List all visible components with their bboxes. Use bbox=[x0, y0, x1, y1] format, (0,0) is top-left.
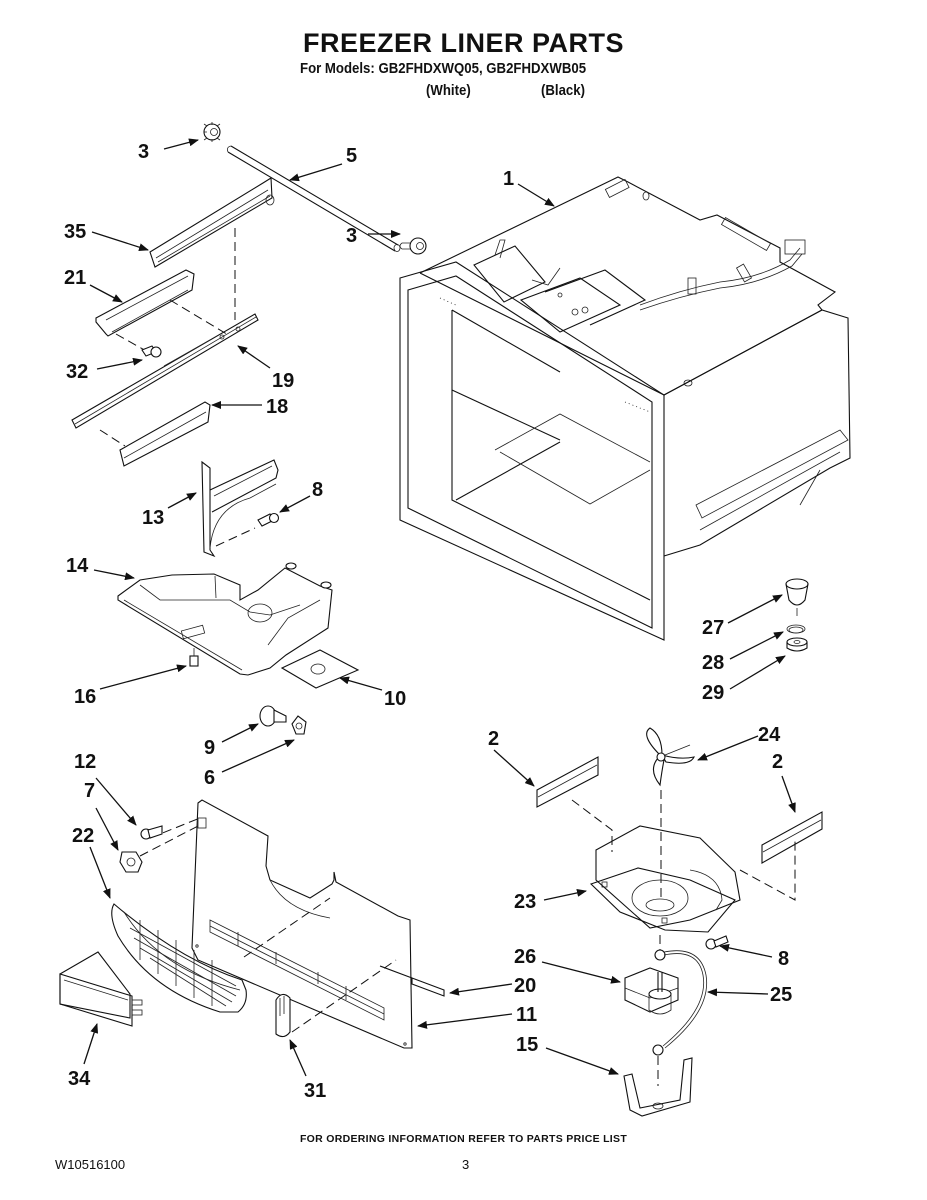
callout-14: 14 bbox=[66, 555, 89, 577]
part-8-screw-upper[interactable] bbox=[257, 512, 280, 527]
part-10-label[interactable] bbox=[280, 649, 360, 689]
part-35-rail[interactable] bbox=[149, 177, 275, 268]
part-3-gear-top[interactable] bbox=[203, 122, 221, 142]
variant-white: (White) bbox=[426, 82, 471, 99]
part-23-fan-shroud[interactable] bbox=[589, 825, 741, 933]
part-14-housing[interactable] bbox=[117, 562, 333, 676]
callout-20: 20 bbox=[514, 975, 536, 997]
part-7-light-socket[interactable] bbox=[119, 851, 143, 873]
assembly-dashline bbox=[139, 824, 201, 857]
part-32-screw[interactable] bbox=[141, 345, 162, 358]
callout-9: 9 bbox=[204, 737, 215, 759]
part-12-screw[interactable] bbox=[140, 825, 163, 840]
part-27-drain-cup[interactable] bbox=[785, 578, 809, 616]
callout-22: 22 bbox=[72, 825, 94, 847]
callout-31: 31 bbox=[304, 1080, 326, 1102]
callout-27: 27 bbox=[702, 617, 724, 639]
callout-24: 24 bbox=[758, 724, 781, 746]
callout-23: 23 bbox=[514, 891, 536, 913]
callout-25: 25 bbox=[770, 984, 792, 1006]
callout-2: 2 bbox=[772, 751, 783, 773]
callout-15: 15 bbox=[516, 1034, 538, 1056]
callout-12: 12 bbox=[74, 751, 96, 773]
callout-29: 29 bbox=[702, 682, 724, 704]
page-title: FREEZER LINER PARTS bbox=[302, 28, 624, 58]
part-1-freezer-liner[interactable] bbox=[399, 176, 851, 641]
part-21-bracket[interactable] bbox=[95, 269, 195, 337]
part-31-sensor[interactable] bbox=[275, 993, 291, 1038]
callout-35: 35 bbox=[64, 221, 86, 243]
callout-3: 3 bbox=[138, 141, 149, 163]
assembly-dashline bbox=[99, 429, 126, 447]
callout-19: 19 bbox=[272, 370, 294, 392]
callout-3: 3 bbox=[346, 225, 357, 247]
callout-8: 8 bbox=[312, 479, 323, 501]
callout-11: 11 bbox=[516, 1004, 537, 1026]
part-28-ring[interactable] bbox=[786, 624, 806, 634]
part-2-pad-left[interactable] bbox=[536, 756, 599, 808]
part-19-rail[interactable] bbox=[71, 313, 259, 429]
part-9-bulb[interactable] bbox=[259, 705, 287, 727]
part-11-evaporator-cover[interactable] bbox=[191, 799, 413, 1049]
ordering-note: FOR ORDERING INFORMATION REFER TO PARTS … bbox=[0, 1133, 927, 1145]
callout-28: 28 bbox=[702, 652, 724, 674]
callout-13: 13 bbox=[142, 507, 164, 529]
assembly-dashline bbox=[215, 527, 256, 547]
callout-34: 34 bbox=[68, 1068, 91, 1090]
variant-black: (Black) bbox=[541, 82, 586, 99]
callout-16: 16 bbox=[74, 686, 96, 708]
assembly-dashline bbox=[169, 299, 231, 337]
part-22-grille[interactable] bbox=[111, 903, 247, 1013]
part-20-strip[interactable] bbox=[379, 965, 445, 997]
callout-10: 10 bbox=[384, 688, 406, 710]
callout-1: 1 bbox=[503, 168, 514, 190]
part-8-screw-lower[interactable] bbox=[705, 935, 729, 950]
page-number: 3 bbox=[462, 1157, 470, 1172]
callout-7: 7 bbox=[84, 780, 95, 802]
callout-5: 5 bbox=[346, 145, 357, 167]
ordering-note-text: FOR ORDERING INFORMATION REFER TO PARTS … bbox=[299, 1133, 628, 1145]
part-34-light-cover[interactable] bbox=[59, 951, 143, 1027]
document-id: W10516100 bbox=[55, 1157, 126, 1172]
assembly-dashline bbox=[739, 840, 796, 901]
part-25-harness[interactable] bbox=[652, 949, 708, 1056]
part-24-fan-blade[interactable] bbox=[646, 727, 695, 787]
part-26-fan-motor[interactable] bbox=[624, 967, 679, 1015]
part-3-gear-right[interactable] bbox=[399, 237, 427, 255]
part-16-clip[interactable] bbox=[189, 648, 199, 667]
assembly-dashline bbox=[571, 799, 613, 852]
part-13-bracket[interactable] bbox=[201, 459, 279, 558]
part-6-socket[interactable] bbox=[291, 715, 307, 735]
part-2-pad-right[interactable] bbox=[761, 811, 823, 864]
part-29-cap[interactable] bbox=[786, 637, 808, 652]
callout-6: 6 bbox=[204, 767, 215, 789]
models-line: For Models: GB2FHDXWQ05, GB2FHDXWB05 bbox=[300, 60, 587, 77]
callout-leaders bbox=[83, 138, 796, 1077]
callout-labels: 3 5 1 35 3 21 32 19 18 13 8 14 27 28 29 … bbox=[64, 141, 792, 1102]
assembly-dashline bbox=[243, 897, 331, 958]
callout-18: 18 bbox=[266, 396, 288, 418]
assembly-dashline bbox=[115, 333, 149, 353]
part-15-bracket[interactable] bbox=[623, 1057, 693, 1117]
callout-21: 21 bbox=[64, 267, 86, 289]
part-18-rail[interactable] bbox=[119, 401, 211, 467]
callout-26: 26 bbox=[514, 946, 536, 968]
callout-2: 2 bbox=[488, 728, 499, 750]
part-5-rod[interactable] bbox=[227, 145, 401, 252]
callout-32: 32 bbox=[66, 361, 88, 383]
assembly-dashline bbox=[291, 959, 397, 1033]
callout-8: 8 bbox=[778, 948, 789, 970]
